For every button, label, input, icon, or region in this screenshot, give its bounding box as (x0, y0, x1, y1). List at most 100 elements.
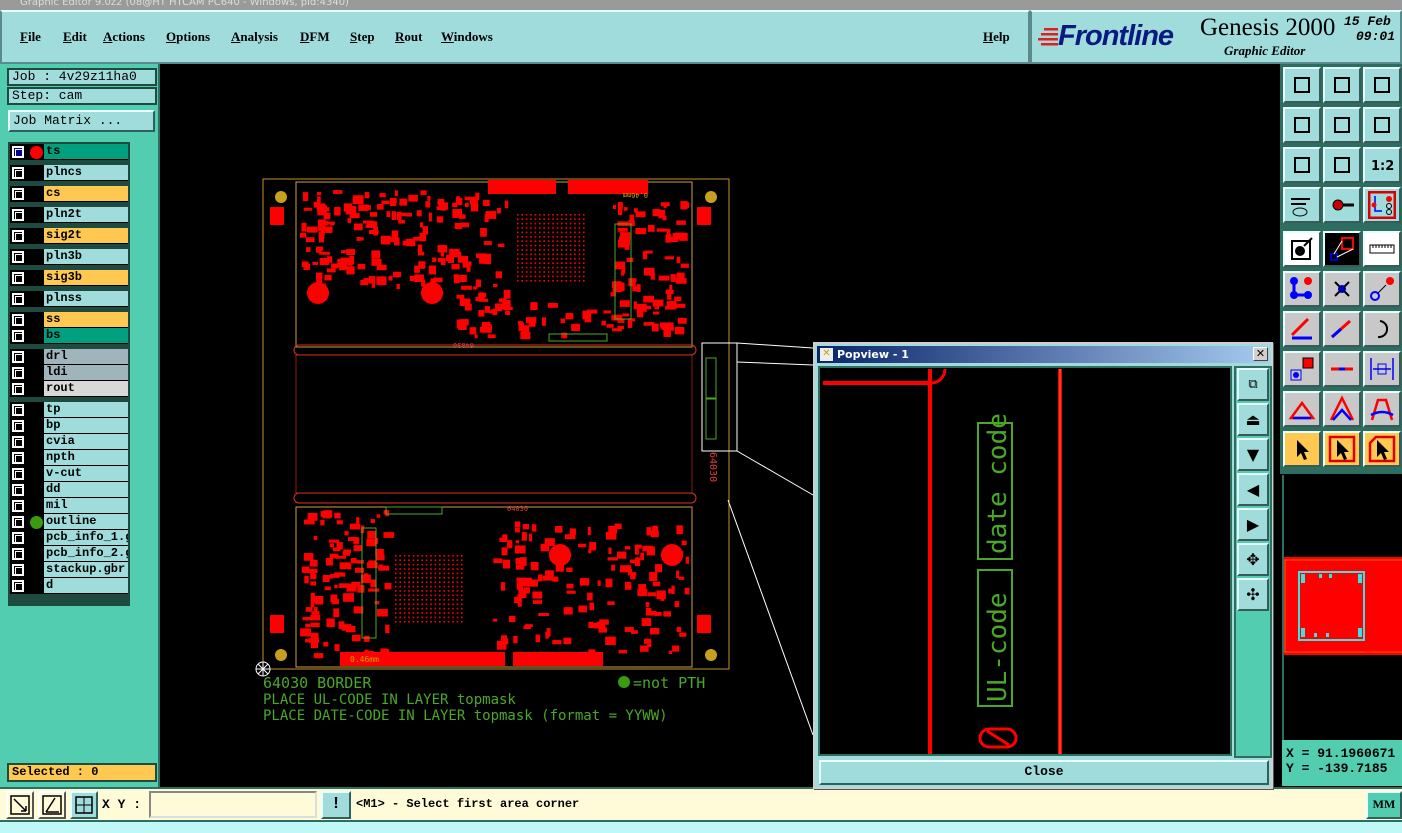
ruler-button[interactable] (1363, 231, 1401, 267)
step-prev-button[interactable] (1283, 107, 1321, 143)
layer-row-plncs[interactable]: plncs (10, 165, 128, 181)
layer-name[interactable]: cs (44, 186, 128, 201)
layer-checkbox[interactable] (12, 272, 24, 284)
layer-row-plnss[interactable]: plnss (10, 291, 128, 307)
layer-checkbox[interactable] (12, 146, 24, 158)
menu-options[interactable]: Options (166, 29, 211, 44)
job-matrix-button[interactable]: Job Matrix ... (8, 110, 155, 132)
layer-row-ss[interactable]: ss (10, 312, 128, 328)
layer-checkbox[interactable] (12, 351, 24, 363)
menu-file[interactable]: File (20, 29, 41, 44)
layer-name[interactable]: ldi (44, 365, 128, 380)
layer-checkbox[interactable] (12, 293, 24, 305)
popview-title-bar[interactable]: ✕ Popview - 1 ✕ (817, 346, 1269, 363)
connect-button[interactable] (1283, 271, 1321, 307)
layer-name[interactable]: ts (44, 144, 128, 159)
snap-button[interactable] (1323, 187, 1361, 223)
layer-row-v-cut[interactable]: v-cut (10, 466, 128, 482)
layer-name[interactable]: ss (44, 312, 128, 327)
zoom-area-button[interactable] (1323, 147, 1361, 183)
popview-zoom-out-button[interactable]: ✣ (1237, 578, 1269, 611)
layer-row-cs[interactable]: cs (10, 186, 128, 202)
layer-name[interactable]: rout (44, 381, 128, 396)
layer-row-stackup-gbr[interactable]: stackup.gbr (10, 562, 128, 578)
layer-row-ts[interactable]: ts (10, 144, 128, 160)
line-add-button[interactable] (1323, 311, 1361, 347)
tools-button[interactable] (1283, 187, 1321, 223)
layer-checkbox[interactable] (12, 500, 24, 512)
layer-row-rout[interactable]: rout (10, 381, 128, 397)
layer-name[interactable]: drl (44, 349, 128, 364)
layer-checkbox[interactable] (12, 564, 24, 576)
layer-checkbox[interactable] (12, 436, 24, 448)
layer-name[interactable]: d (44, 578, 128, 593)
menu-help[interactable]: Help (983, 29, 1010, 44)
popview-zoom-in-button[interactable]: ✥ (1237, 543, 1269, 576)
popview-pan-right-button[interactable]: ▶ (1237, 508, 1269, 541)
zoom-fit-button[interactable] (1283, 147, 1321, 183)
layer-row-sig3b[interactable]: sig3b (10, 270, 128, 286)
select-feature-button[interactable] (1283, 231, 1321, 267)
undo-button[interactable] (1363, 107, 1401, 143)
layer-row-dd[interactable]: dd (10, 482, 128, 498)
layer-row-sig2t[interactable]: sig2t (10, 228, 128, 244)
layer-name[interactable]: sig2t (44, 228, 128, 243)
layer-row-pcb-info-1-gbr[interactable]: pcb_info_1.gbr (10, 530, 128, 546)
step-next-button[interactable] (1323, 107, 1361, 143)
layer-checkbox[interactable] (12, 452, 24, 464)
layer-name[interactable]: stackup.gbr (44, 562, 128, 577)
menu-dfm[interactable]: DFM (300, 29, 330, 44)
pointer-button[interactable] (1283, 431, 1321, 467)
layer-checkbox[interactable] (12, 516, 24, 528)
layer-name[interactable]: sig3b (44, 270, 128, 285)
units-button[interactable]: MM (1366, 791, 1402, 819)
layer-row-tp[interactable]: tp (10, 402, 128, 418)
layer-row-mil[interactable]: mil (10, 498, 128, 514)
select-area-button[interactable] (1323, 231, 1361, 267)
layer-checkbox[interactable] (12, 251, 24, 263)
layer-name[interactable]: bs (44, 328, 128, 343)
measure-icon[interactable] (6, 791, 34, 819)
layer-checkbox[interactable] (12, 548, 24, 560)
triangle-button[interactable] (1283, 391, 1321, 427)
menu-windows[interactable]: Windows (441, 29, 493, 44)
overview-view-box[interactable] (1298, 571, 1365, 641)
close-icon[interactable]: ✕ (1253, 347, 1268, 361)
layer-checkbox[interactable] (12, 230, 24, 242)
layer-checkbox[interactable] (12, 330, 24, 342)
layer-checkbox[interactable] (12, 404, 24, 416)
menu-actions[interactable]: Actions (103, 29, 145, 44)
layer-name[interactable]: plncs (44, 165, 128, 180)
popview-canvas[interactable]: date code UL-code (818, 366, 1232, 756)
arch-button[interactable] (1363, 391, 1401, 427)
layer-row-drl[interactable]: drl (10, 349, 128, 365)
popview-pan-up-button[interactable]: ⏏ (1237, 403, 1269, 436)
layer-checkbox[interactable] (12, 580, 24, 592)
zoom-1-2-button[interactable]: 1:2 (1363, 147, 1401, 183)
layer-checkbox[interactable] (12, 468, 24, 480)
layer-name[interactable]: pln2t (44, 207, 128, 222)
layer-signal-button[interactable] (1363, 187, 1401, 223)
layer-checkbox[interactable] (12, 209, 24, 221)
menu-step[interactable]: Step (350, 29, 375, 44)
layer-name[interactable]: pln3b (44, 249, 128, 264)
layer-name[interactable]: mil (44, 498, 128, 513)
save-button[interactable] (1323, 67, 1361, 103)
layer-checkbox[interactable] (12, 167, 24, 179)
xy-input[interactable] (149, 791, 317, 818)
popview-close-button[interactable]: Close (819, 760, 1269, 785)
layer-checkbox[interactable] (12, 532, 24, 544)
move-button[interactable] (1363, 271, 1401, 307)
layer-checkbox[interactable] (12, 484, 24, 496)
delete-button[interactable] (1323, 271, 1361, 307)
arc-button[interactable] (1363, 311, 1401, 347)
layer-checkbox[interactable] (12, 314, 24, 326)
line-split-button[interactable] (1323, 351, 1361, 387)
pointer-poly-button[interactable] (1363, 431, 1401, 467)
menu-edit[interactable]: Edit (63, 29, 87, 44)
layer-name[interactable]: plnss (44, 291, 128, 306)
layer-row-pln3b[interactable]: pln3b (10, 249, 128, 265)
alert-button[interactable]: ! (321, 791, 351, 819)
layer-name[interactable]: tp (44, 402, 128, 417)
